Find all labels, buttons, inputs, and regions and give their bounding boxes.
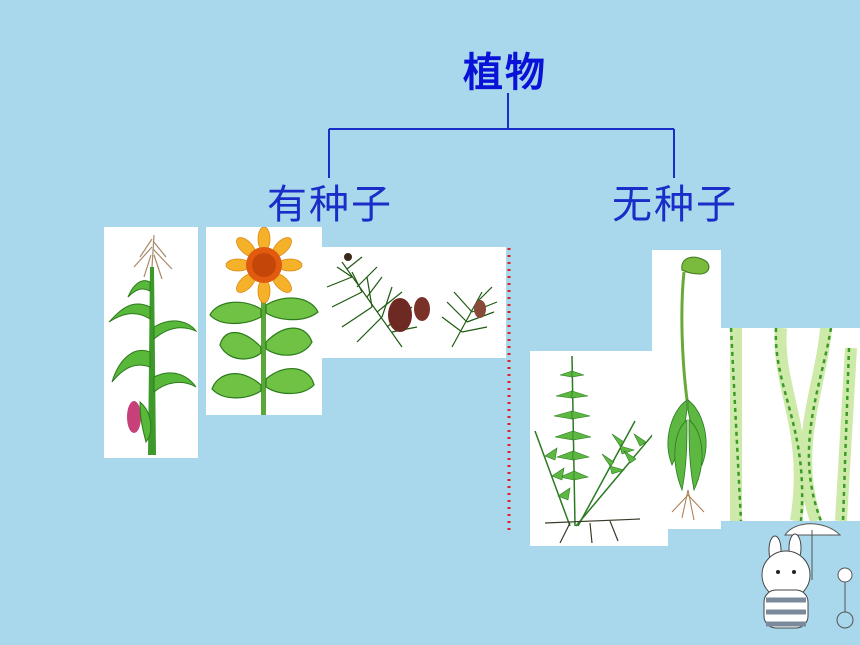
cartoon-bunny-decoration: [750, 520, 860, 645]
sunflower-image: [206, 227, 322, 415]
pine-image: [322, 247, 506, 358]
branch-label-without-seeds: 无种子: [612, 182, 738, 228]
corn-image: [104, 227, 198, 458]
page-title: 植物: [463, 50, 547, 96]
fern-image: [530, 351, 668, 546]
divider-line: [507, 248, 511, 534]
spirogyra-image: [721, 328, 860, 521]
branch-label-with-seeds: 有种子: [267, 182, 393, 228]
moss-image: [652, 250, 721, 529]
